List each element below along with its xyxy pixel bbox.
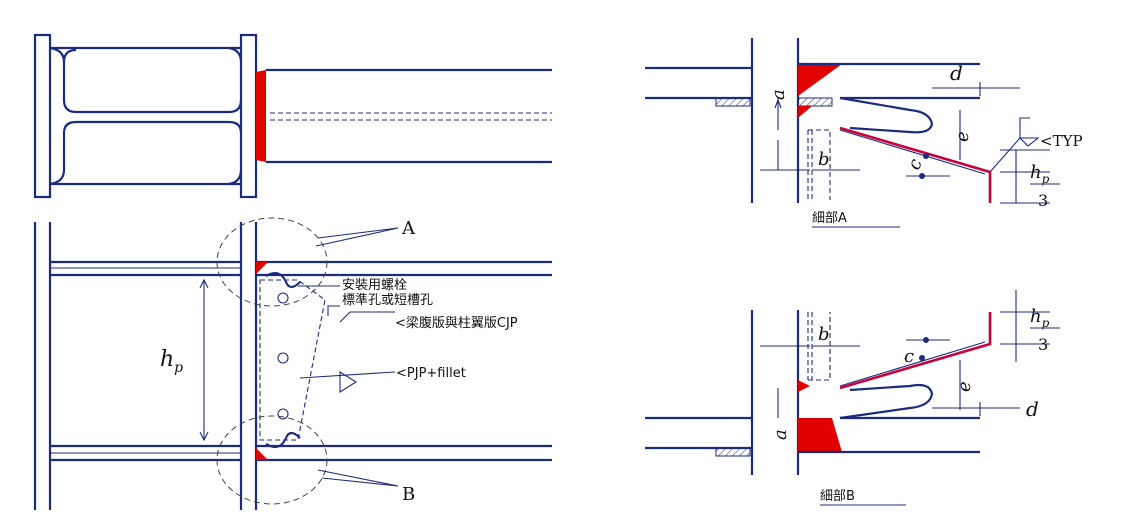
dim-e-label-b: e [954,381,975,392]
column-plan-view [33,33,552,199]
bolt-hole [277,292,289,304]
beam-end-weld [256,70,266,162]
dim-a-label-b: a [770,429,791,440]
dim-b-label-b: b [818,324,830,345]
detail-b-title: 細部B [820,489,855,504]
label-b: B [402,484,415,505]
detail-a-circle [216,217,328,307]
hp-label: hp [160,347,183,376]
dim-e-label: e [952,131,973,142]
detail-b: a b c d e hp 3 細部B [645,290,1060,506]
detail-a: a b c d e hp 3 <TYP 細部A [645,38,1083,228]
dim-c-label-b: c [904,346,914,367]
bottom-flange-weld [256,448,268,460]
dim-d-label-b: d [1026,397,1039,421]
detail-a-title: 細部A [812,211,847,226]
typ-note: <TYP [1040,132,1083,150]
detail-a-hp-label: hp [1030,162,1050,186]
bolt-note-line2: 標準孔或短槽孔 [342,292,433,308]
bolt-hole [277,408,289,420]
detail-a-frac-denom: 3 [1038,191,1048,210]
pjp-note: <PJP+fillet [396,366,466,381]
connection-elevation: hp A B 安裝用螺栓 標準孔或短槽孔 <梁腹版與柱翼版CJP <PJP+fi… [33,217,552,510]
detail-b-flange-edge [839,312,992,390]
detail-b-bottom-weld [798,418,842,452]
dim-c-label: c [904,156,927,173]
label-a: A [401,218,416,239]
bolt-hole [277,352,289,364]
bolt-note-line1: 安裝用螺栓 [342,278,407,293]
dim-d-label: d [950,61,963,85]
detail-b-frac-denom: 3 [1038,335,1048,354]
dim-a-label: a [768,89,789,100]
detail-b-hp-label: hp [1030,306,1050,330]
cjp-note: <梁腹版與柱翼版CJP [395,315,518,331]
detail-b-circle [216,415,328,505]
dim-b-label: b [818,149,830,170]
top-flange-weld [256,262,268,274]
detail-a-top-weld [798,64,842,96]
